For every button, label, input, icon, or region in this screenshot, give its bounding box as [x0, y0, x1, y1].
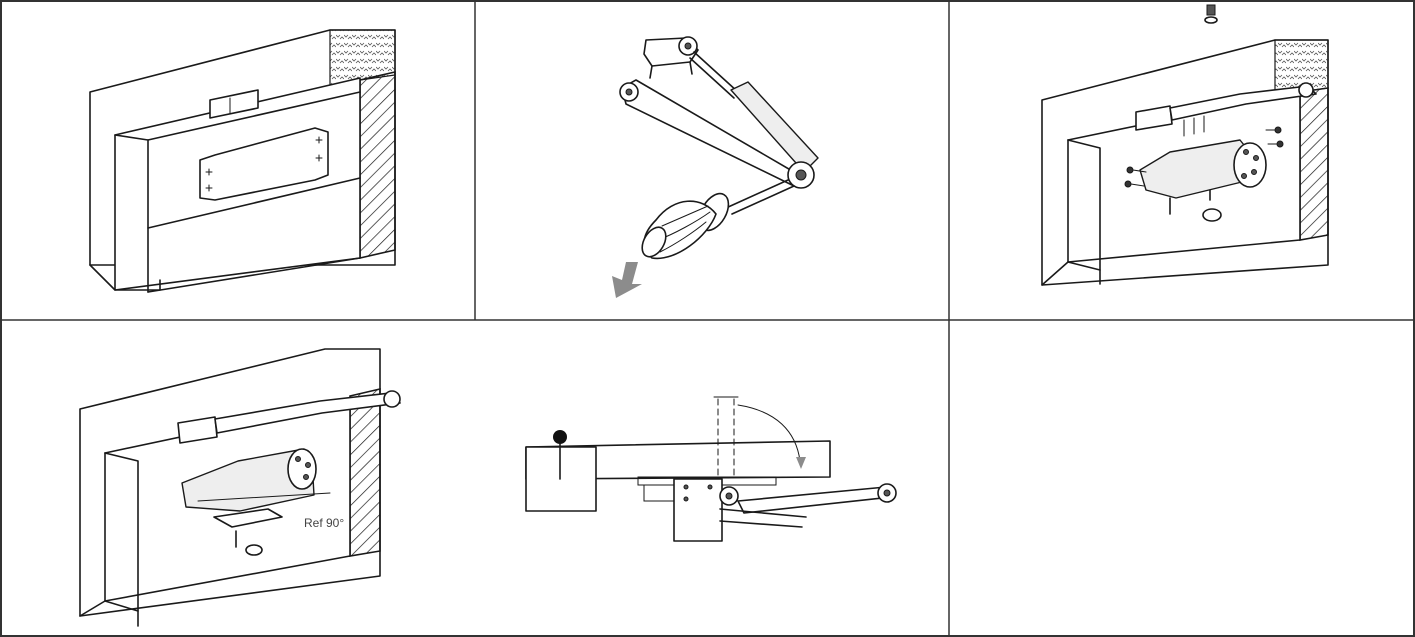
- step-2-panel: [476, 0, 949, 320]
- step-4-panel: Ref 90°: [0, 321, 475, 636]
- arm-alignment-icon: Ref 90°: [79, 348, 401, 627]
- ref-90-label: Ref 90°: [304, 516, 344, 530]
- closer-body-installation-icon: [1041, 4, 1329, 286]
- step-1-panel: [0, 0, 475, 320]
- arm-separation-screwdriver-icon: [612, 36, 819, 298]
- step-3-panel: [950, 0, 1415, 320]
- arm-connection-topview-icon: [525, 396, 897, 542]
- door-template-mounting-icon: [89, 29, 396, 293]
- empty-panel: [950, 321, 1415, 636]
- step-5-panel: [476, 321, 949, 636]
